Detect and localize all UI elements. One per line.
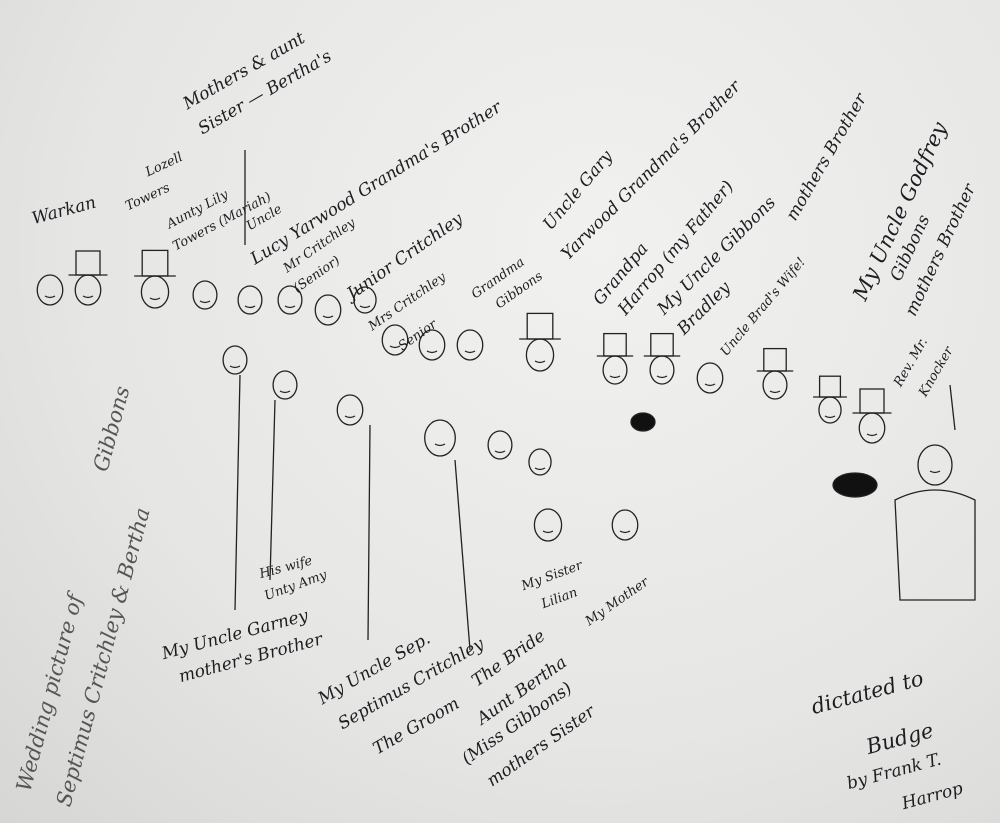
face-sketch (36, 274, 64, 306)
mouth-sketch (426, 350, 438, 354)
ink-blot (630, 412, 656, 432)
arrow-line (269, 399, 276, 581)
arrow-line (367, 424, 371, 641)
mouth-sketch (82, 295, 94, 299)
face-sketch (602, 355, 628, 385)
face-sketch (917, 444, 953, 486)
face-sketch (762, 370, 788, 400)
arrow-line (949, 384, 956, 431)
face-sketch (424, 419, 456, 457)
top-hat-sketch (603, 332, 627, 357)
face-sketch (525, 338, 555, 372)
face-sketch (222, 345, 248, 375)
mouth-sketch (769, 390, 781, 394)
arrow-line (454, 459, 471, 651)
mouth-sketch (322, 315, 334, 319)
mouth-sketch (279, 390, 291, 394)
face-sketch (381, 324, 409, 356)
mouth-sketch (244, 305, 256, 309)
top-hat-sketch (650, 332, 674, 357)
face-sketch (696, 362, 724, 394)
mouth-sketch (149, 297, 161, 301)
mouth-sketch (542, 530, 554, 534)
ink-blot (832, 472, 878, 498)
mouth-sketch (619, 530, 631, 534)
body-sketch (894, 489, 976, 601)
mouth-sketch (344, 415, 356, 419)
mouth-sketch (609, 375, 621, 379)
face-sketch (140, 275, 170, 309)
top-hat-sketch (526, 312, 554, 340)
mouth-sketch (44, 295, 56, 299)
mouth-sketch (359, 305, 371, 309)
mouth-sketch (199, 300, 211, 304)
face-sketch (418, 329, 446, 361)
mouth-sketch (229, 365, 241, 369)
mouth-sketch (534, 467, 546, 471)
top-hat-sketch (763, 347, 787, 372)
mouth-sketch (389, 345, 401, 349)
face-sketch (818, 396, 842, 424)
face-sketch (858, 412, 886, 444)
mouth-sketch (534, 360, 546, 364)
face-sketch (192, 280, 218, 310)
face-sketch (74, 274, 102, 306)
top-hat-sketch (75, 250, 101, 276)
mouth-sketch (284, 305, 296, 309)
mouth-sketch (434, 443, 446, 447)
top-hat-sketch (818, 375, 842, 398)
top-hat-sketch (141, 249, 169, 277)
top-hat-sketch (859, 388, 885, 414)
face-sketch (487, 430, 513, 460)
mouth-sketch (704, 383, 716, 387)
mouth-sketch (866, 433, 878, 437)
arrow-line (234, 374, 241, 611)
face-sketch (533, 508, 563, 542)
mouth-sketch (464, 350, 476, 354)
face-sketch (237, 285, 263, 315)
face-sketch (649, 355, 675, 385)
mouth-sketch (929, 470, 941, 474)
face-sketch (314, 294, 342, 326)
face-sketch (528, 448, 552, 476)
mouth-sketch (656, 375, 668, 379)
face-sketch (272, 370, 298, 400)
mouth-sketch (824, 415, 836, 419)
mouth-sketch (494, 450, 506, 454)
face-sketch (456, 329, 484, 361)
face-sketch (611, 509, 639, 541)
face-sketch (353, 286, 377, 314)
face-sketch (277, 285, 303, 315)
face-sketch (336, 394, 364, 426)
